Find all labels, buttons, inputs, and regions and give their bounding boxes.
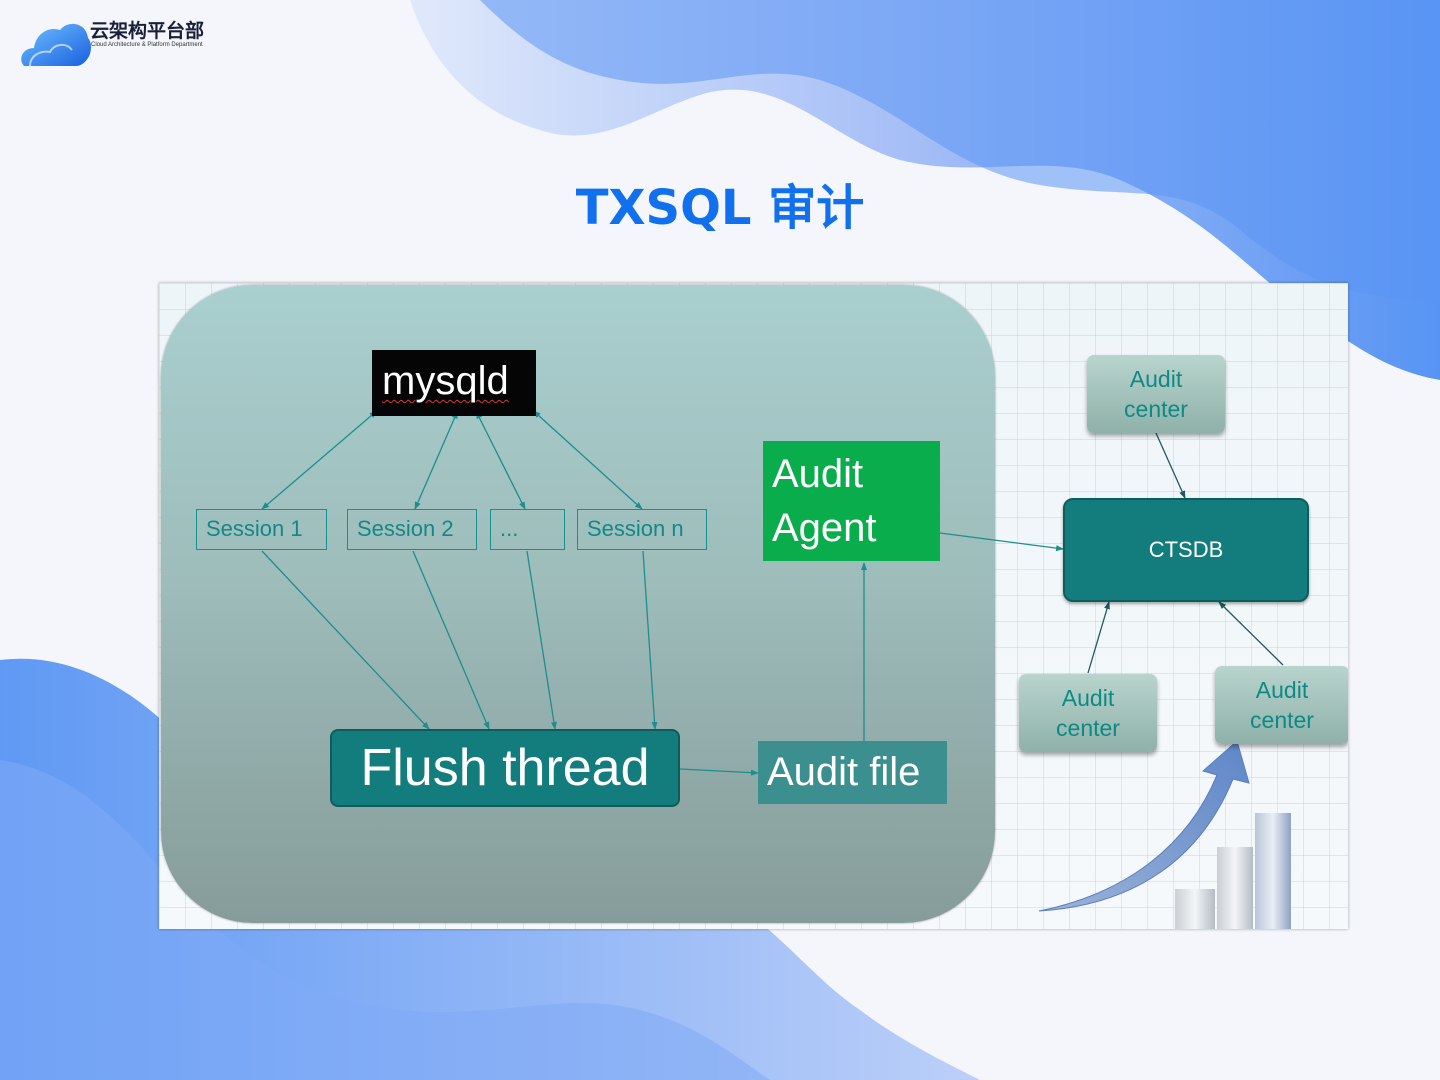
flush-thread-node: Flush thread <box>330 729 680 807</box>
session-ellipsis-node: ... <box>490 509 565 550</box>
audit-file-node: Audit file <box>758 741 947 804</box>
audit-center-label-line1: Audit <box>1255 677 1309 703</box>
audit-center-label-line2: center <box>1056 715 1120 741</box>
cloud-logo-icon <box>21 23 92 67</box>
arrow-agent-ctsdb <box>939 532 1064 552</box>
diagram-connectors <box>261 410 1284 776</box>
audit-center-node-right: Audit center <box>1215 666 1348 744</box>
arrow-dots-flush <box>526 550 557 730</box>
arrow-center1-ctsdb <box>1155 432 1186 499</box>
curved-arrow-icon <box>1038 740 1250 912</box>
logo-name-en: Cloud Architecture & Platform Department <box>91 42 203 48</box>
arrow-session-n-flush <box>642 550 658 730</box>
audit-center-label-line1: Audit <box>1061 685 1115 711</box>
growth-decoration <box>1038 740 1291 929</box>
arrow-center2-ctsdb <box>1087 601 1110 674</box>
arrow-flush-auditfile <box>679 768 759 776</box>
logo-name-cn: 云架构平台部 <box>90 20 205 42</box>
session-n-node: Session n <box>577 509 707 550</box>
arrow-mysqld-session-dots <box>475 410 526 510</box>
mysqld-label: mysqld <box>382 359 509 403</box>
arrow-mysqld-session-n <box>532 410 643 510</box>
session-1-node: Session 1 <box>196 509 327 550</box>
audit-center-label-line2: center <box>1250 707 1314 733</box>
audit-agent-label-line2: Agent <box>772 506 877 550</box>
ctsdb-node: CTSDB <box>1063 498 1309 602</box>
audit-center-label-line2: center <box>1124 396 1188 422</box>
audit-agent-node: Audit Agent <box>763 441 940 561</box>
audit-center-node-left: Audit center <box>1019 674 1157 752</box>
audit-agent-label-line1: Audit <box>772 452 864 496</box>
session-2-node: Session 2 <box>347 509 477 550</box>
page-title: TXSQL 审计 <box>575 180 865 236</box>
deco-bar <box>1217 847 1253 929</box>
server-panel <box>161 285 995 923</box>
deco-bar <box>1255 813 1291 929</box>
deco-bar <box>1175 889 1215 929</box>
arrow-session1-flush <box>261 550 430 730</box>
brand-logo <box>20 16 210 68</box>
audit-center-node-top: Audit center <box>1087 355 1225 433</box>
mysqld-node: mysqld <box>372 350 536 416</box>
architecture-diagram: mysqld Session 1 Session 2 ... Session n… <box>159 283 1348 929</box>
arrow-mysqld-session2 <box>414 410 458 510</box>
audit-center-label-line1: Audit <box>1129 366 1183 392</box>
arrow-session2-flush <box>412 550 490 730</box>
arrow-mysqld-session1 <box>261 410 378 510</box>
arrow-center3-ctsdb <box>1218 601 1284 666</box>
